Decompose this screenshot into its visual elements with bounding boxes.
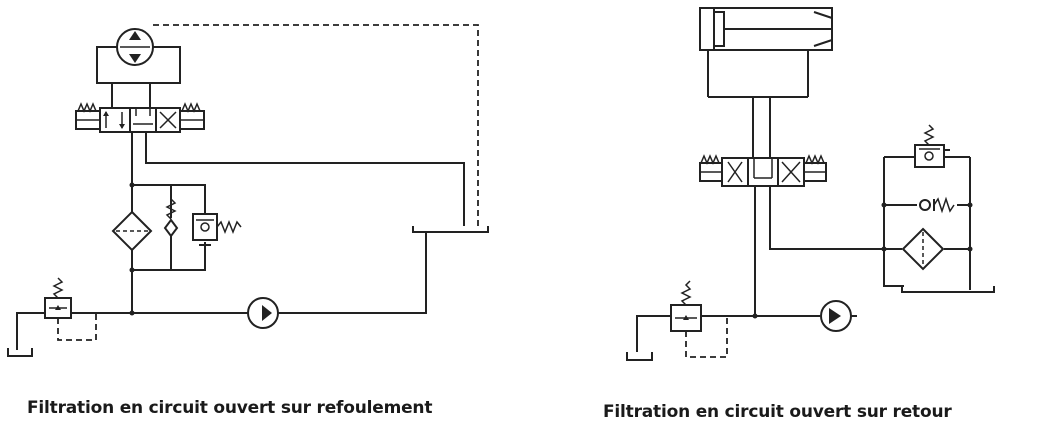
right-clogging-indicator — [914, 124, 950, 168]
right-pressure-relief-valve — [636, 280, 728, 358]
right-diagram-caption: Filtration en circuit ouvert sur retour — [603, 402, 952, 422]
right-circuit — [626, 7, 995, 361]
left-relief-indicator — [192, 213, 242, 246]
left-diagram-caption: Filtration en circuit ouvert sur refoule… — [27, 398, 433, 418]
right-reservoir — [626, 352, 653, 361]
left-directional-valve — [75, 102, 205, 133]
left-drain-line — [153, 24, 479, 226]
right-filter — [901, 227, 945, 271]
right-return-tank — [901, 286, 995, 293]
left-pump — [247, 297, 279, 329]
left-circuit — [7, 24, 489, 357]
left-filter — [111, 210, 153, 252]
right-check-valve — [919, 196, 955, 214]
left-pressure-relief-valve — [16, 277, 97, 350]
right-pump — [820, 300, 852, 332]
left-hydraulic-motor — [116, 28, 154, 66]
right-cylinder — [699, 7, 833, 51]
left-return-tank — [412, 226, 489, 233]
right-directional-valve — [699, 154, 827, 187]
left-reservoir — [7, 348, 33, 357]
left-check-valve — [163, 198, 179, 238]
